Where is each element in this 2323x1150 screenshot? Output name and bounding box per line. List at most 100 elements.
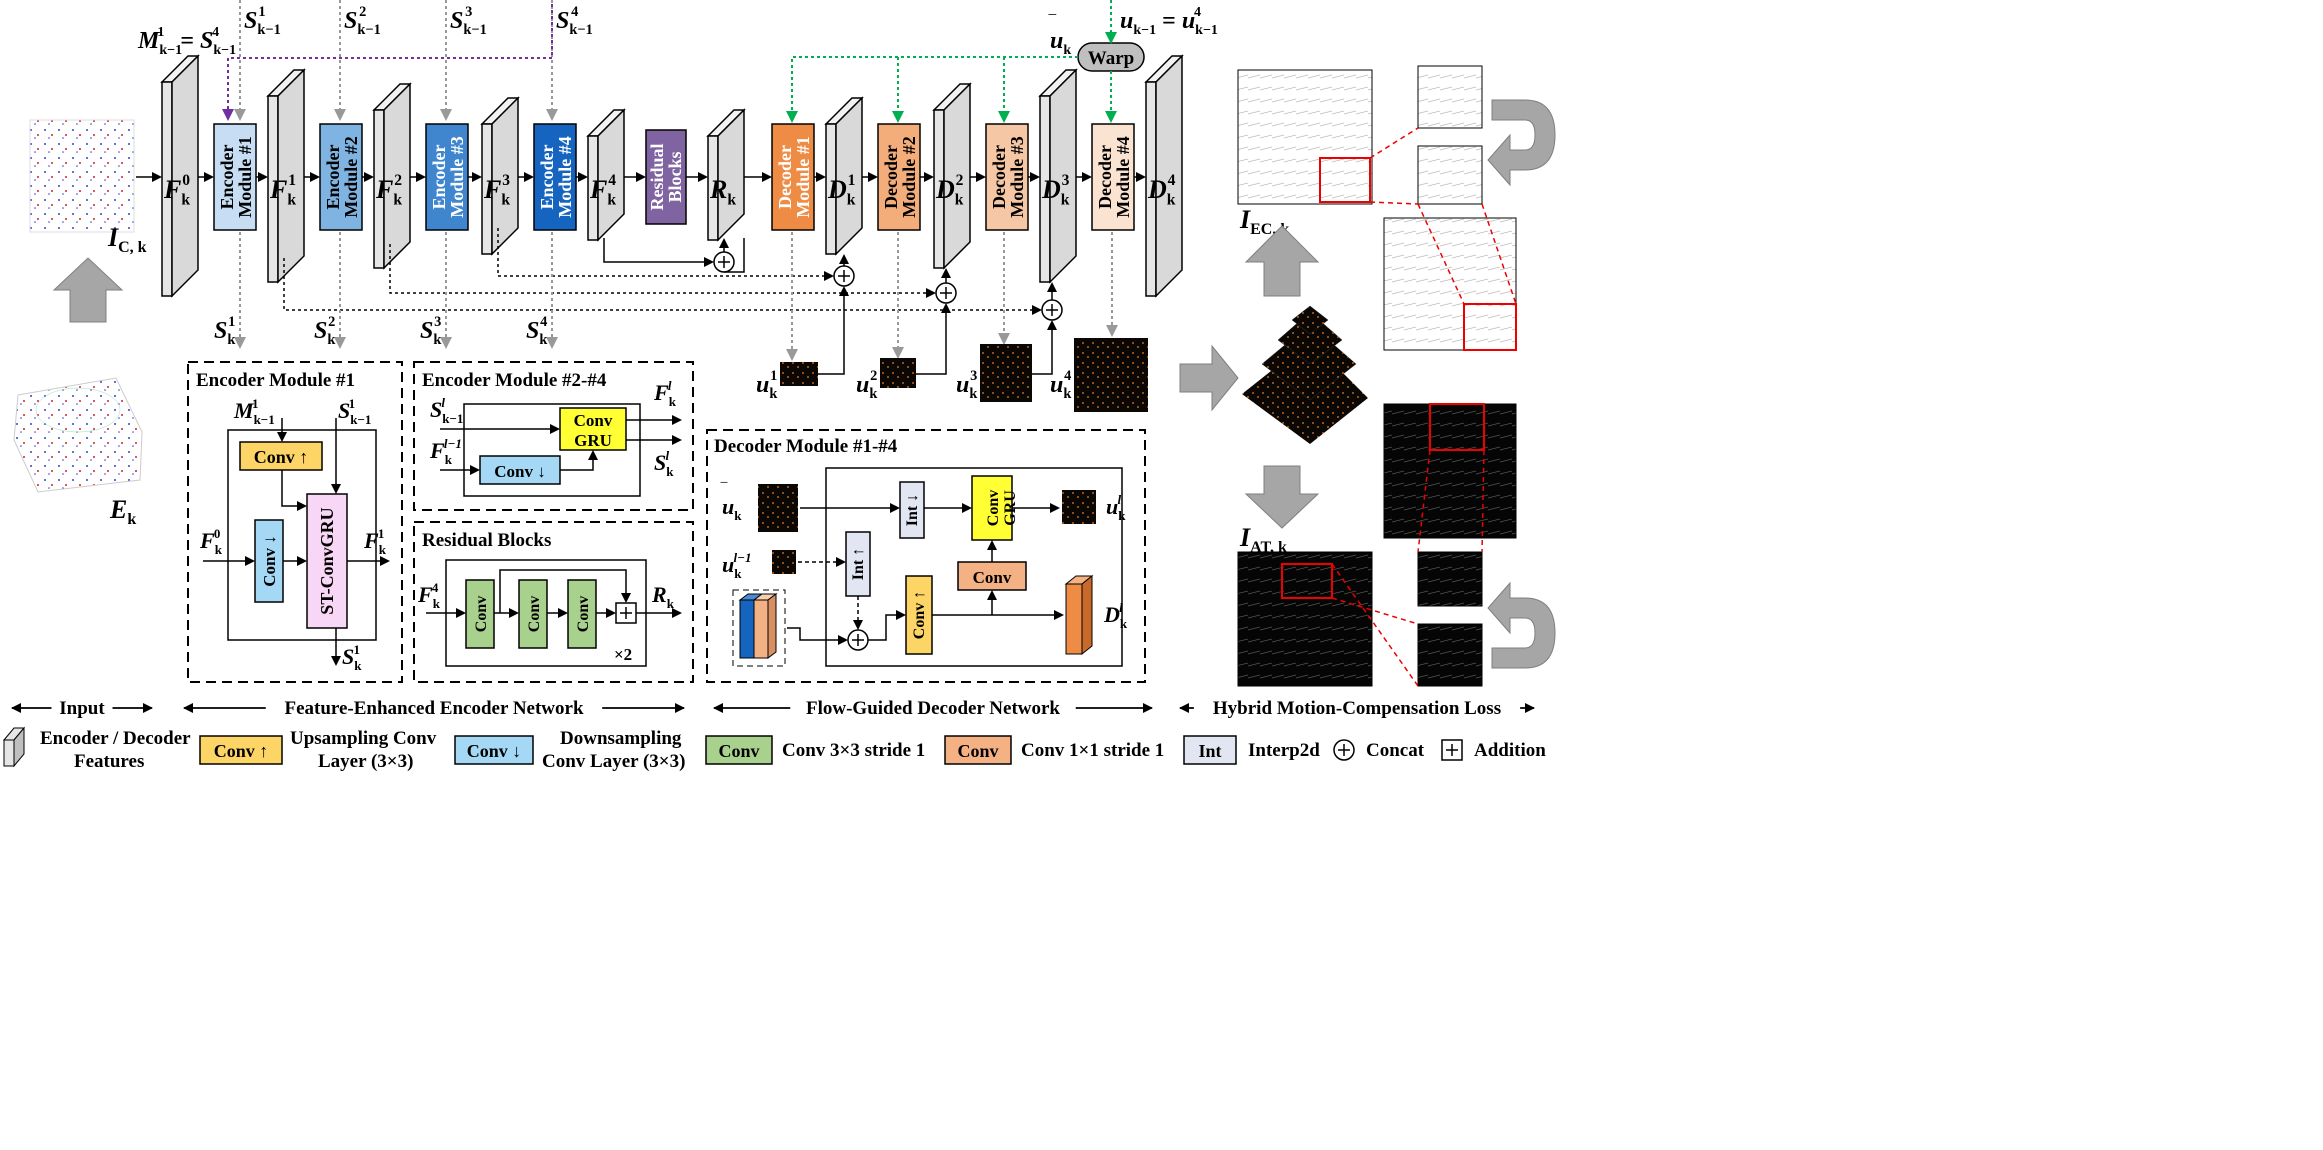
svg-text:Conv: Conv: [957, 741, 998, 761]
encoder-module-3: [425, 123, 469, 231]
svg-text:uk: uk: [722, 494, 742, 523]
label-f2: Fk2: [375, 172, 402, 209]
svg-text:GRU: GRU: [1002, 490, 1019, 526]
label-d4: Dk4: [1147, 172, 1176, 209]
legend-conv3-box: [705, 735, 773, 765]
svg-text:Encoder / Decoder: Encoder / Decoder: [40, 728, 191, 749]
conv-up-label: Conv ↑: [254, 447, 309, 467]
decoder-module-2: [877, 123, 921, 231]
label-u-4: uk4: [1050, 368, 1071, 402]
iat-crop-1: [1417, 551, 1483, 607]
panel-title-res: Residual Blocks: [422, 530, 551, 551]
panel-decoder-module: Decoder Module #1-#4 Int ↓ Int ↑ Conv GR…: [706, 429, 1146, 683]
decoder-module-1: [771, 123, 815, 231]
res-conv-2: [518, 579, 548, 649]
feature-slab-d4: [1144, 54, 1184, 298]
st-convgru-box: [306, 493, 348, 629]
panel-encoder-module-2-4: Encoder Module #2-#4 Conv GRU Conv ↓ Sk−…: [413, 361, 694, 511]
svg-text:Conv Layer (3×3): Conv Layer (3×3): [542, 751, 685, 772]
residual-blocks-box: [645, 129, 687, 225]
svg-text:‾: ‾: [720, 480, 728, 500]
svg-text:GRU: GRU: [574, 431, 612, 450]
label-d1: Dk1: [827, 172, 856, 209]
label-s-out-1: Sk1: [214, 314, 235, 348]
int-up-box: [845, 531, 871, 597]
st-convgru-label: ST-ConvGRU: [317, 507, 337, 614]
label-d2: Dk2: [935, 172, 964, 209]
svg-text:Conv: Conv: [526, 596, 543, 632]
svg-text:Addition: Addition: [1474, 740, 1546, 761]
dec-panel-uprev-img: [772, 550, 796, 574]
label-u-eq-u4: uk−1=uk−14: [1120, 5, 1218, 38]
svg-text:Conv ↑: Conv ↑: [911, 591, 928, 639]
residual-line2: Blocks: [665, 151, 685, 202]
svg-text:Conv ↑: Conv ↑: [214, 741, 269, 761]
conv-down-label: Conv ↓: [260, 535, 279, 586]
enc1-s-in-label: Sk−11: [338, 396, 371, 427]
section-label-4: Hybrid Motion-Compensation Loss: [1213, 698, 1501, 719]
decoder-module-4-line2: Module #4: [1113, 136, 1133, 218]
legend-conv-down-box: [454, 735, 534, 765]
label-s-out-4: Sk4: [526, 314, 547, 348]
svg-text:Rk: Rk: [651, 582, 675, 611]
ubar-overline: ‾: [1048, 13, 1057, 35]
panel-encoder-module-1: Encoder Module #1 Conv ↑ Conv ↓ ST-ConvG…: [187, 361, 403, 683]
dec-panel-feature-stack: [732, 589, 786, 667]
skip-f3-d1: [497, 228, 834, 281]
up-arrow-input: [52, 257, 124, 323]
svg-text:Conv ↓: Conv ↓: [467, 741, 522, 761]
dec-conv-up-box: [905, 575, 933, 655]
residual-line1: Residual: [647, 143, 667, 210]
skip-f2-d2: [389, 244, 936, 298]
panel-title-enc24: Encoder Module #2-#4: [422, 370, 607, 391]
encoder-module-2-line2: Module #2: [341, 136, 361, 218]
label-f1: Fk1: [269, 172, 296, 209]
flow-map-u2: [880, 358, 916, 388]
encoder-module-4-line1: Encoder: [537, 144, 557, 209]
label-f4: Fk4: [589, 172, 616, 209]
iat-full-image: [1383, 403, 1517, 539]
svg-text:ukl: ukl: [1106, 492, 1126, 523]
enc1-m-label: Mk−11: [233, 396, 274, 427]
section-label-1: Input: [59, 698, 105, 719]
legend-conv1-box: [944, 735, 1012, 765]
event-cloud-ek: [13, 377, 143, 493]
feature-slab-f0: [160, 54, 200, 298]
label-u-3: uk3: [956, 368, 977, 402]
svg-text:Conv 1×1 stride 1: Conv 1×1 stride 1: [1021, 740, 1164, 761]
svg-text:Dkl: Dkl: [1103, 600, 1128, 631]
res-conv-1: [465, 579, 495, 649]
dec-convgru-box: [971, 475, 1013, 541]
label-ek: Ek: [109, 495, 136, 528]
encoder-module-1-line1: Encoder: [217, 144, 237, 209]
right-arrow-loss: [1179, 344, 1239, 412]
legend-feature-icon: [2, 726, 26, 768]
decoder-module-3: [985, 123, 1029, 231]
feature-slab-f2: [372, 82, 412, 270]
iec-image: [1237, 69, 1373, 205]
svg-text:Fkl: Fkl: [653, 378, 677, 409]
conv-down-box: [254, 519, 284, 603]
encoder-module-2-line1: Encoder: [323, 144, 343, 209]
svg-text:Conv ↓: Conv ↓: [494, 462, 545, 481]
encoder-module-4: [533, 123, 577, 231]
label-u-1: uk1: [756, 368, 777, 402]
iec-crop-2: [1417, 145, 1483, 205]
enc1-s-out-label: Sk1: [342, 642, 362, 673]
svg-text:Conv: Conv: [574, 411, 613, 430]
flow-map-u4: [1074, 338, 1148, 412]
legend-int-box: [1183, 735, 1237, 765]
decoder-module-1-line2: Module #1: [793, 136, 813, 218]
decoder-module-4-line1: Decoder: [1095, 145, 1115, 209]
iat-image: [1237, 551, 1373, 687]
enc1-f-out-label: Fk1: [363, 526, 387, 557]
down-arrow-loss: [1244, 465, 1320, 529]
decoder-module-3-line2: Module #3: [1007, 136, 1027, 218]
label-d3: Dk3: [1041, 172, 1070, 209]
iec-full-image: [1383, 217, 1517, 351]
legend: Encoder / Decoder Features Conv ↑ Upsamp…: [2, 726, 1546, 772]
iec-crop-1: [1417, 65, 1483, 129]
svg-text:Conv 3×3 stride 1: Conv 3×3 stride 1: [782, 740, 925, 761]
